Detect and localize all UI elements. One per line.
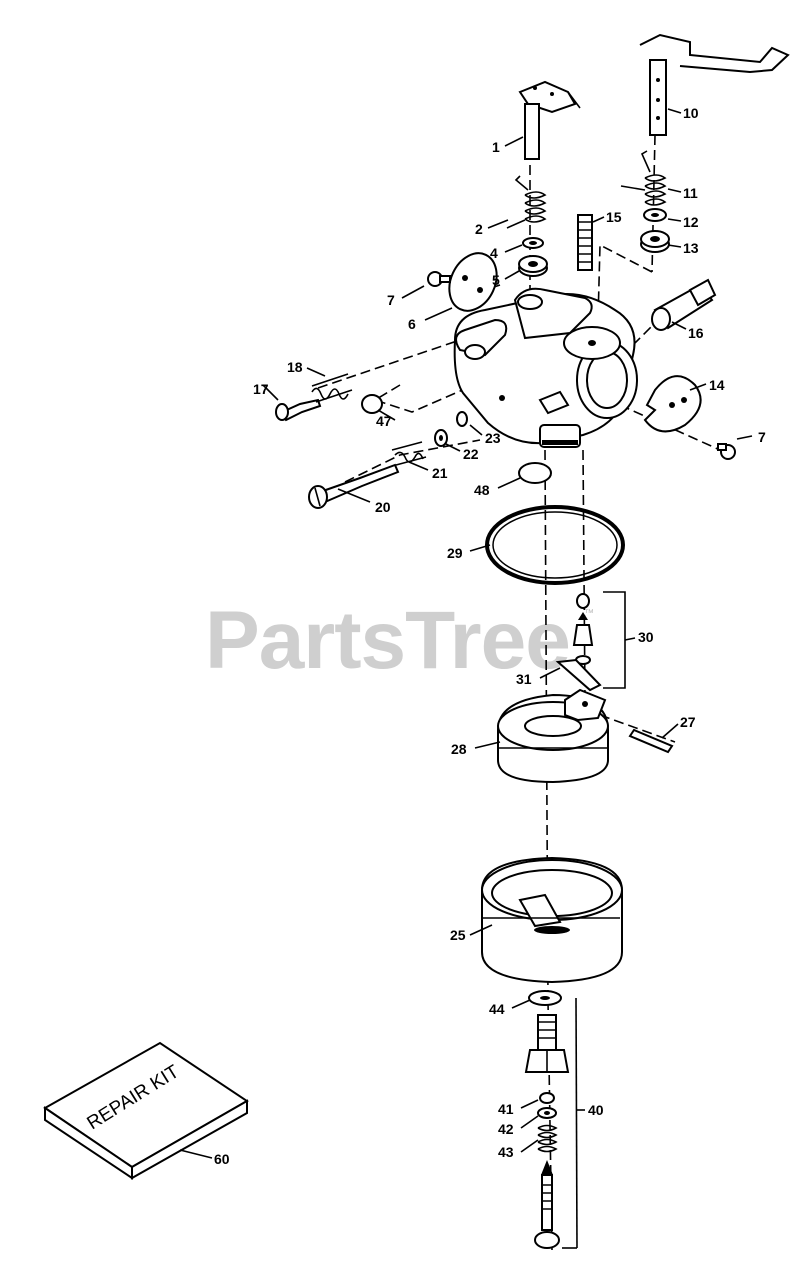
part-2-spring [506, 175, 547, 229]
callout-7: 7 [387, 292, 395, 308]
part-7-screw-2 [717, 443, 736, 460]
callout-28: 28 [451, 741, 467, 757]
callout-47: 47 [376, 413, 392, 429]
part-13-seal [640, 230, 670, 253]
part-40-bowl-nut-assembly [524, 997, 578, 1249]
callout-48: 48 [474, 482, 490, 498]
part-12-washer [643, 208, 667, 222]
callout-labels: 1 2 4 5 6 7 10 11 12 13 14 7 15 16 17 18… [214, 105, 766, 1167]
leader-lines [179, 108, 753, 1159]
callout-14: 14 [709, 377, 725, 393]
callout-18: 18 [287, 359, 303, 375]
part-14-choke-plate [643, 375, 702, 433]
callout-11: 11 [683, 185, 698, 201]
callout-41: 41 [498, 1101, 514, 1117]
part-44-washer [528, 990, 562, 1006]
watermark-tm: ™ [584, 608, 594, 619]
callout-6: 6 [408, 316, 416, 332]
callout-40: 40 [588, 1102, 604, 1118]
part-7-screw [427, 271, 451, 287]
callout-25: 25 [450, 927, 466, 943]
callout-4: 4 [490, 245, 498, 261]
part-60-repair-kit: REPAIR KIT [43, 1041, 249, 1180]
part-10-choke-shaft [639, 33, 790, 136]
callout-44: 44 [489, 1001, 505, 1017]
part-42-washer [537, 1107, 557, 1119]
part-29-gasket [485, 505, 625, 585]
part-27-float-pin [628, 728, 674, 754]
carburetor-body [453, 287, 638, 448]
part-30-needle-seat [572, 593, 594, 665]
callout-16: 16 [688, 325, 704, 341]
part-15-stud [577, 214, 593, 271]
callout-20: 20 [375, 499, 391, 515]
callout-43: 43 [498, 1144, 514, 1160]
part-47-welch-plug [361, 394, 383, 414]
part-41-o-ring [539, 1092, 555, 1104]
part-40-needle [534, 1160, 560, 1249]
part-28-float [497, 688, 609, 784]
part-23-o-ring [456, 411, 468, 427]
part-4-washer [522, 237, 544, 249]
part-1-throttle-shaft [518, 80, 581, 160]
callout-21: 21 [432, 465, 448, 481]
callout-15: 15 [606, 209, 622, 225]
part-31-float-hinge [555, 658, 602, 692]
callout-31: 31 [516, 671, 532, 687]
bracket-30 [603, 591, 626, 689]
part-17-idle-screw [275, 398, 322, 422]
part-18-spring [311, 373, 353, 403]
part-6-throttle-plate [448, 252, 498, 312]
part-16-fuel-fitting [651, 278, 717, 331]
part-48-welch-plug [518, 462, 552, 484]
callout-22: 22 [463, 446, 479, 462]
callout-30: 30 [638, 629, 654, 645]
callout-13: 13 [683, 240, 699, 256]
part-22-washer [434, 429, 448, 447]
callout-23: 23 [485, 430, 501, 446]
part-43-spring [537, 1124, 558, 1153]
callout-5: 5 [492, 272, 500, 288]
callout-1: 1 [492, 139, 500, 155]
callout-42: 42 [498, 1121, 514, 1137]
part-25-float-bowl [481, 856, 623, 984]
part-5-seal [518, 255, 548, 277]
callout-12: 12 [683, 214, 699, 230]
part-20-adjusting-needle [308, 463, 400, 509]
callout-17: 17 [253, 381, 269, 397]
part-21-spring [391, 441, 427, 466]
callout-7-right: 7 [758, 429, 766, 445]
watermark: PartsTree [205, 595, 570, 686]
callout-60: 60 [214, 1151, 230, 1167]
callout-29: 29 [447, 545, 463, 561]
callout-2: 2 [475, 221, 483, 237]
callout-27: 27 [680, 714, 696, 730]
callout-10: 10 [683, 105, 699, 121]
part-11-spring [620, 150, 667, 206]
